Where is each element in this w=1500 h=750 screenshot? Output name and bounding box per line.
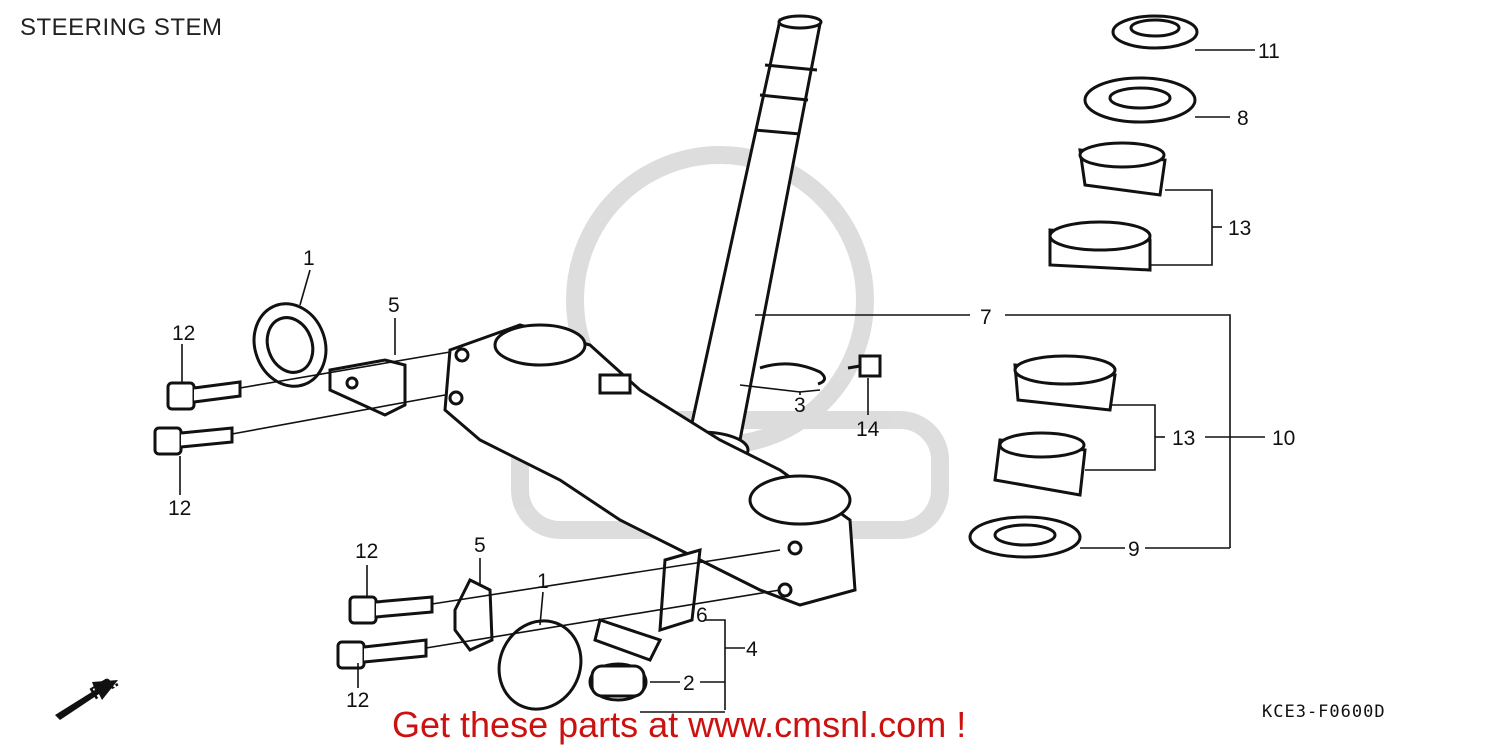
callout-grommet: 2 bbox=[683, 672, 695, 695]
bottom-left-parts bbox=[336, 547, 702, 711]
front-arrow-icon: FR. bbox=[55, 671, 122, 720]
callout-lower-bearing: 13 bbox=[1172, 427, 1195, 450]
callout-guide: 6 bbox=[696, 604, 708, 627]
top-left-parts bbox=[153, 302, 407, 456]
callout-stem-assembly: 7 bbox=[980, 306, 992, 329]
callout-top-left-stay: 5 bbox=[388, 294, 400, 317]
callout-bottom-bolt-lower: 12 bbox=[346, 689, 369, 712]
callout-upper-dust-seal: 8 bbox=[1237, 107, 1249, 130]
callout-top-bolt-upper: 12 bbox=[172, 322, 195, 345]
callout-top-left-cap: 1 bbox=[303, 247, 315, 270]
promo-link[interactable]: Get these parts at www.cmsnl.com ! bbox=[392, 704, 967, 745]
callout-labels: 1 5 12 12 3 14 7 11 8 13 13 10 9 12 12 5… bbox=[168, 40, 1295, 712]
callout-upper-bearing: 13 bbox=[1228, 217, 1251, 240]
callout-bearing-set: 10 bbox=[1272, 427, 1295, 450]
callout-top-bolt-lower: 12 bbox=[168, 497, 191, 520]
leader-lines bbox=[179, 49, 1265, 713]
callout-lock-nut: 11 bbox=[1258, 40, 1280, 63]
callout-stopper-clip: 3 bbox=[794, 394, 806, 417]
callout-bottom-cap: 1 bbox=[537, 570, 549, 593]
callout-lower-dust-seal: 9 bbox=[1128, 538, 1140, 561]
callout-bottom-bolt-upper: 12 bbox=[355, 540, 378, 563]
clip-and-nut bbox=[759, 354, 882, 386]
bearing-stack bbox=[968, 14, 1199, 559]
callout-guide-set: 4 bbox=[746, 638, 758, 661]
diagram-code: KCE3-F0600D bbox=[1262, 702, 1386, 722]
page-title: STEERING STEM bbox=[20, 14, 223, 41]
callout-bottom-stay: 5 bbox=[474, 534, 486, 557]
callout-nut-small: 14 bbox=[856, 418, 880, 441]
lower-bracket bbox=[443, 323, 857, 607]
